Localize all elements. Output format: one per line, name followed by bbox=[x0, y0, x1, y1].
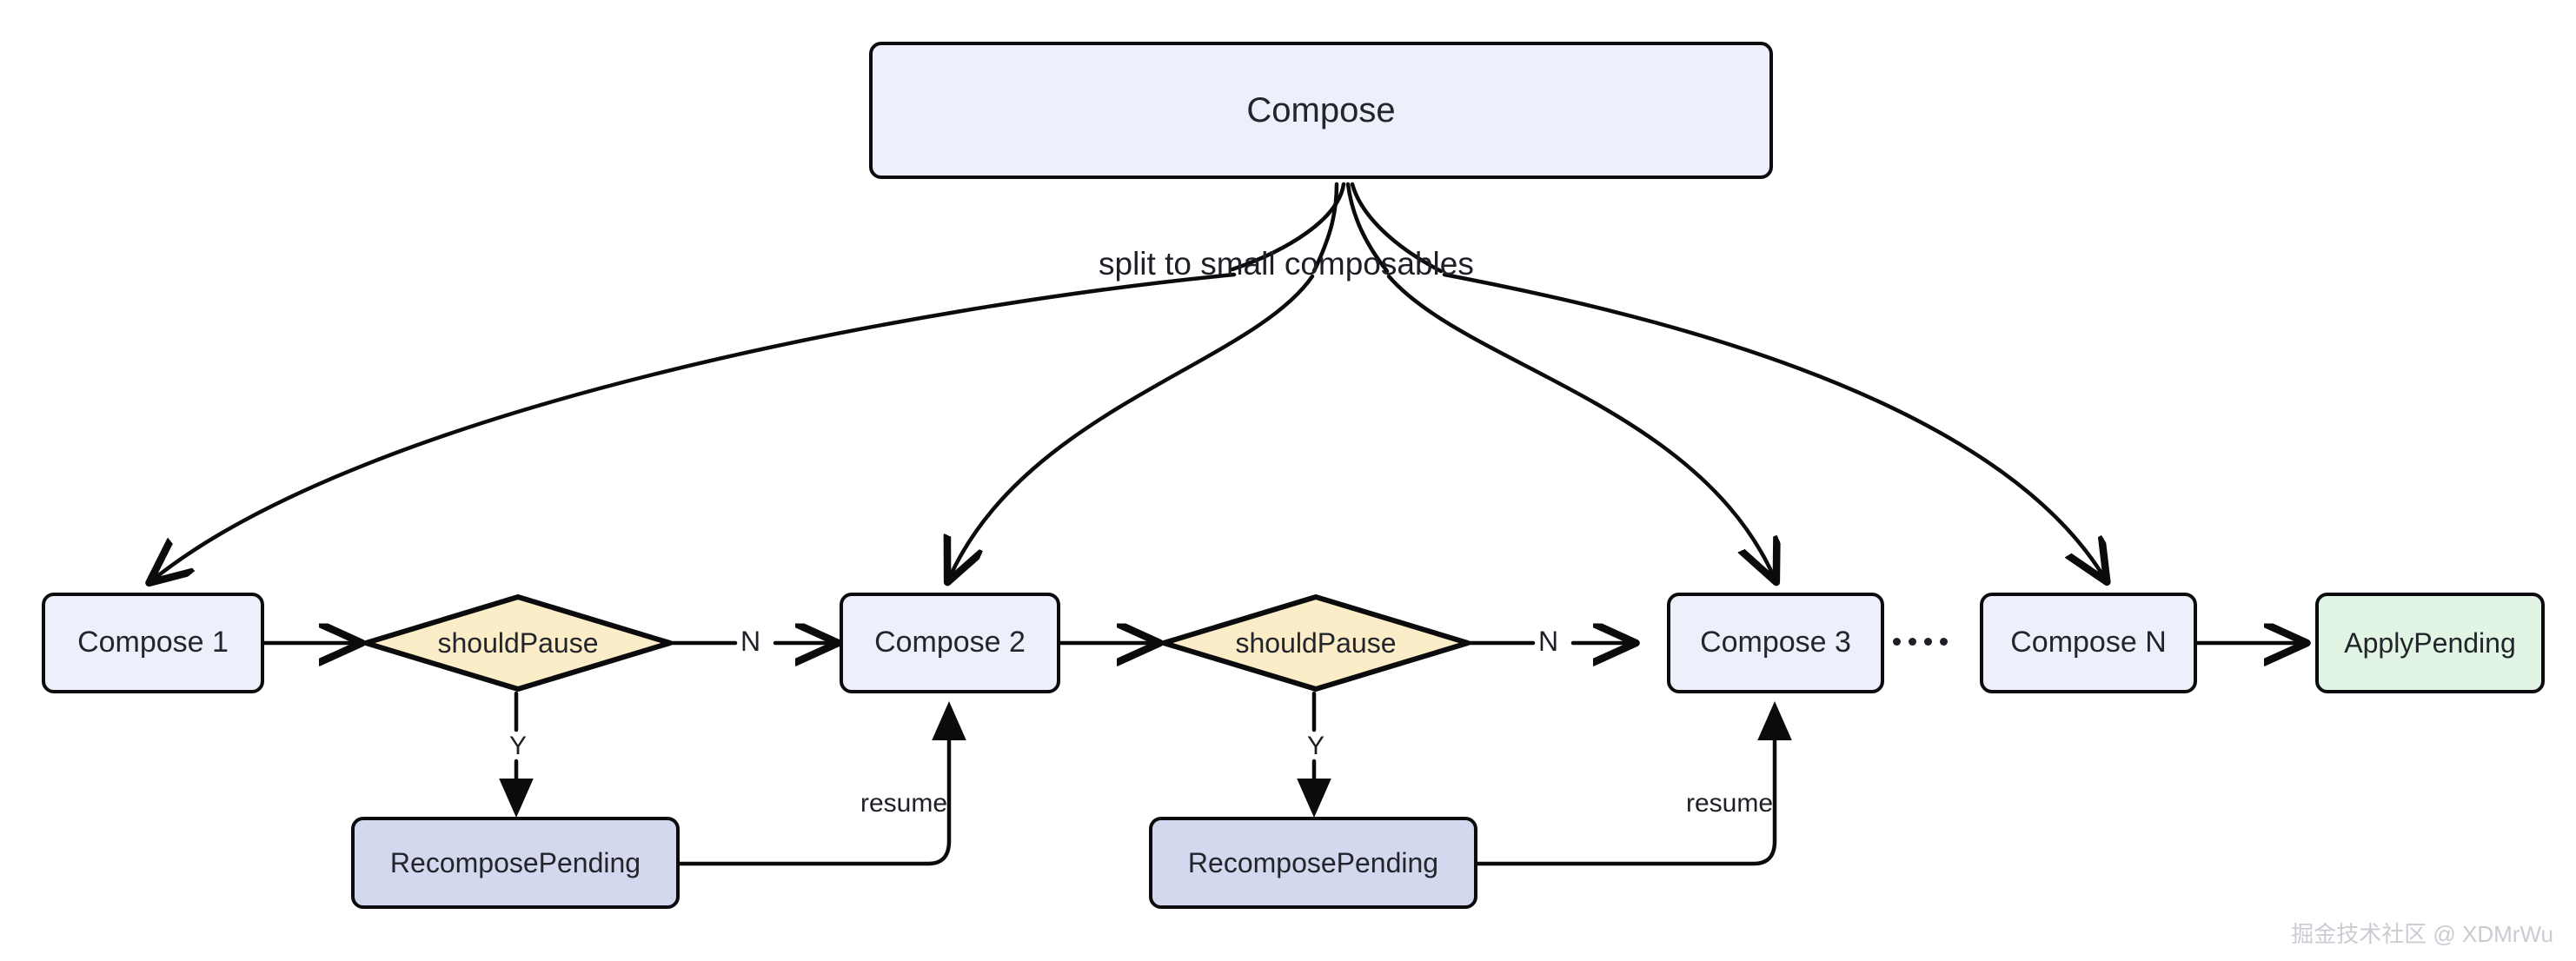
node-label-should-pause-1: shouldPause bbox=[437, 626, 599, 659]
node-should-pause-1[interactable]: shouldPause bbox=[363, 594, 673, 692]
node-label-compose-1: Compose 1 bbox=[77, 626, 229, 659]
node-compose-root[interactable]: Compose bbox=[869, 42, 1773, 179]
node-compose-n[interactable]: Compose N bbox=[1980, 593, 2197, 693]
edge-label-yes-2: Y bbox=[1307, 732, 1325, 760]
node-label-compose-2: Compose 2 bbox=[874, 626, 1026, 659]
node-label-compose-root: Compose bbox=[1246, 91, 1396, 129]
node-label-recompose-pending-1: RecomposePending bbox=[389, 846, 641, 878]
node-recompose-pending-2[interactable]: RecomposePending bbox=[1149, 817, 1477, 909]
edge-label-resume-2: resume bbox=[1685, 789, 1774, 818]
node-label-recompose-pending-2: RecomposePending bbox=[1187, 846, 1439, 878]
edge-label-resume-1: resume bbox=[860, 789, 948, 818]
node-compose-2[interactable]: Compose 2 bbox=[840, 593, 1060, 693]
ellipsis-dot bbox=[1924, 638, 1932, 646]
node-label-should-pause-2: shouldPause bbox=[1235, 626, 1397, 659]
ellipsis-dot bbox=[1909, 638, 1916, 646]
edge-label-no-2: N bbox=[1538, 626, 1559, 657]
edge-label-no-1: N bbox=[740, 626, 761, 657]
node-apply-pending[interactable]: ApplyPending bbox=[2315, 593, 2545, 693]
node-label-compose-3: Compose 3 bbox=[1700, 626, 1851, 659]
node-label-apply-pending: ApplyPending bbox=[2344, 626, 2516, 659]
node-should-pause-2[interactable]: shouldPause bbox=[1161, 594, 1471, 692]
edge-label-split-to-small-composables: split to small composables bbox=[1099, 246, 1474, 282]
node-compose-1[interactable]: Compose 1 bbox=[42, 593, 264, 693]
node-compose-3[interactable]: Compose 3 bbox=[1667, 593, 1884, 693]
edge-label-yes-1: Y bbox=[509, 732, 528, 760]
node-label-compose-n: Compose N bbox=[2010, 626, 2167, 659]
ellipsis-dot bbox=[1940, 638, 1948, 646]
node-recompose-pending-1[interactable]: RecomposePending bbox=[351, 817, 680, 909]
ellipsis-dot bbox=[1893, 638, 1901, 646]
ellipsis-between-compose-3-and-n bbox=[1893, 638, 1948, 646]
watermark: 掘金技术社区 @ XDMrWu bbox=[2291, 921, 2553, 947]
